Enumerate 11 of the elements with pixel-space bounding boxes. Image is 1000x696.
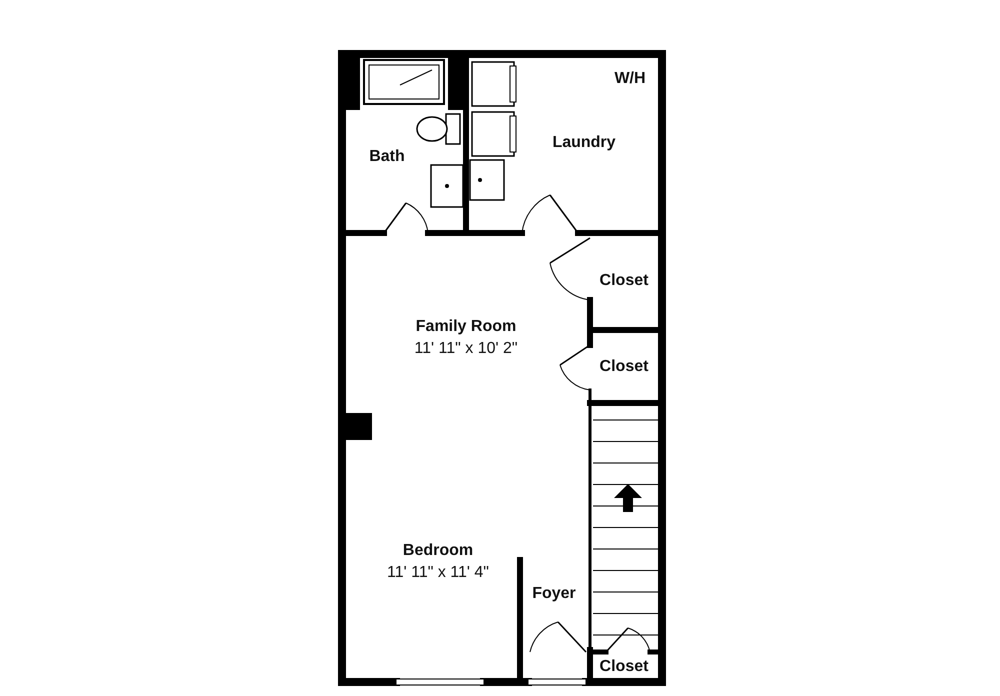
room-name: Laundry	[552, 134, 616, 152]
fixture-label: W/H	[614, 70, 646, 88]
room-name: Closet	[600, 272, 648, 290]
room-name: Bath	[369, 148, 405, 166]
room-dimensions: 11' 11" x 10' 2"	[414, 340, 518, 358]
room-name: Family Room	[416, 318, 516, 336]
room-name: Bedroom	[402, 542, 474, 560]
room-name: Foyer	[532, 585, 576, 603]
room-name: Closet	[600, 358, 648, 376]
room-name: Closet	[600, 658, 648, 676]
room-dimensions: 11' 11" x 11' 4"	[387, 564, 489, 582]
